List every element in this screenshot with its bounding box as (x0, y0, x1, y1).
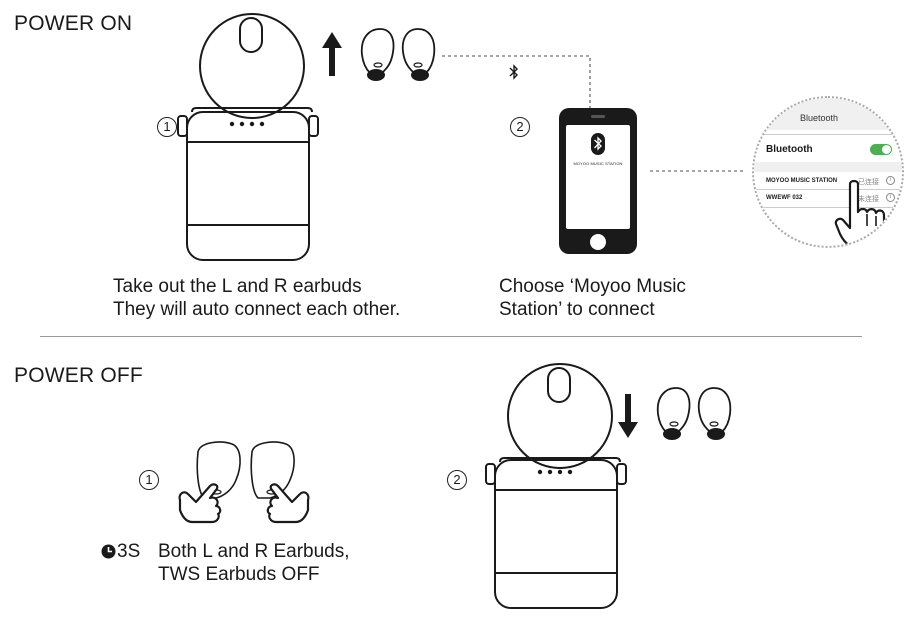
phone-bluetooth-icon (591, 133, 605, 155)
hold-duration-label: 3S (117, 541, 141, 562)
bluetooth-toggle-switch[interactable] (870, 144, 892, 155)
earbuds-pair-icon (360, 28, 436, 81)
power-off-step1-caption: Both L and R Earbuds, TWS Earbuds OFF (158, 540, 350, 586)
smartphone: MOYOO MUSIC STATION (559, 108, 637, 254)
device-row-2[interactable]: WWEWF 032 未连接 i (754, 190, 902, 208)
charging-case-body-icon (485, 459, 627, 609)
phone-screen: MOYOO MUSIC STATION (566, 125, 630, 229)
bluetooth-toggle-label: Bluetooth (766, 144, 813, 155)
power-on-step1-caption: Take out the L and R earbuds They will a… (113, 275, 400, 321)
section-divider (40, 336, 862, 337)
caption-line: Take out the L and R earbuds (113, 276, 362, 297)
arrow-down-icon (618, 394, 638, 438)
power-on-heading: POWER ON (14, 12, 133, 35)
charging-case-body-icon (177, 111, 319, 261)
power-on-step2-caption: Choose ‘Moyoo Music Station’ to connect (499, 275, 686, 321)
settings-title-bar (754, 98, 902, 130)
bluetooth-icon (509, 64, 518, 80)
device-name: WWEWF 032 (766, 195, 803, 201)
charging-case-open-icon (191, 13, 313, 119)
power-on-step2-number: 2 (510, 117, 530, 137)
hold-duration: 3S (101, 540, 140, 563)
tapping-hand-icon (834, 179, 886, 246)
power-off-heading: POWER OFF (14, 364, 143, 387)
device-status: 已连接 (858, 179, 879, 186)
settings-row-divider (754, 134, 902, 135)
caption-line: TWS Earbuds OFF (158, 564, 320, 585)
caption-line: Choose ‘Moyoo Music (499, 276, 686, 297)
phone-to-settings-connector (650, 170, 746, 172)
power-on-step1-number: 1 (157, 117, 177, 137)
phone-speaker (591, 115, 605, 118)
phone-home-button (590, 234, 606, 250)
caption-line: They will auto connect each other. (113, 299, 401, 320)
device-row-1[interactable]: MOYOO MUSIC STATION 已连接 i (754, 172, 902, 190)
clock-icon (101, 544, 116, 559)
power-off-step1-number: 1 (139, 470, 159, 490)
charging-case-open-icon (499, 363, 621, 469)
caption-line: Station’ to connect (499, 299, 655, 320)
settings-gap (754, 162, 902, 172)
device-name: MOYOO MUSIC STATION (766, 178, 838, 184)
phone-device-name: MOYOO MUSIC STATION (573, 161, 623, 166)
power-off-step2-number: 2 (447, 470, 467, 490)
earbuds-pair-icon (656, 387, 732, 440)
earbuds-press-icon (178, 441, 310, 524)
arrow-up-icon (322, 32, 342, 76)
settings-title: Bluetooth (800, 113, 839, 123)
caption-line: Both L and R Earbuds, (158, 541, 350, 562)
device-status: 未连接 (858, 196, 879, 203)
bluetooth-settings-zoom: Bluetooth Bluetooth MOYOO MUSIC STATION … (752, 96, 904, 248)
info-icon[interactable]: i (886, 193, 895, 202)
toggle-knob (882, 145, 891, 154)
info-icon[interactable]: i (886, 176, 895, 185)
pairing-connector-line (442, 55, 591, 110)
